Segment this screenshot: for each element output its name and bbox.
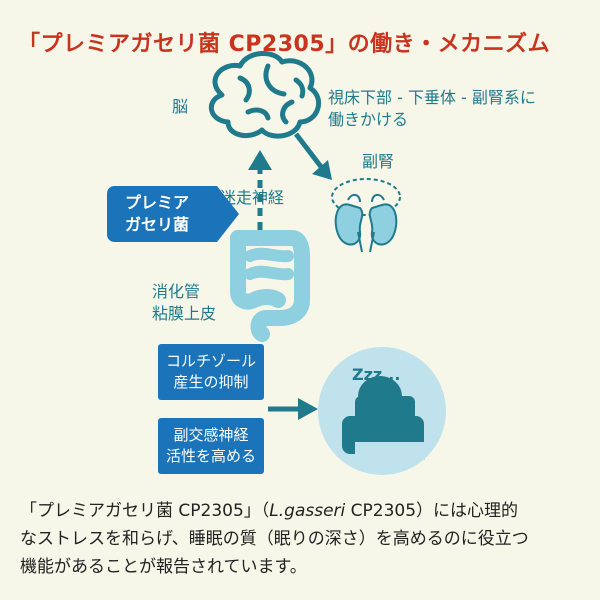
vagus-label: 迷走神経	[220, 188, 285, 207]
description-line1-part2: CP2305）には心理的	[345, 501, 519, 521]
arrow-brain-to-adrenal	[294, 132, 332, 180]
intestine-icon	[230, 230, 310, 342]
vagus-arrow	[248, 150, 272, 230]
page-title: 「プレミアガセリ菌 CP2305」の働き・メカニズム	[18, 32, 551, 57]
description-line1-part1: 「プレミアガセリ菌 CP2305」（	[20, 501, 270, 521]
description-line1: 「プレミアガセリ菌 CP2305」（L.gasseri CP2305）には心理的	[20, 497, 585, 525]
effect-box-parasympathetic: 副交感神経 活性を高める	[158, 418, 264, 474]
effect-box-line2: 活性を高める	[165, 447, 256, 465]
effect-box-line1: コルチゾール	[165, 352, 256, 370]
brain-icon	[209, 51, 322, 139]
sleep-illustration	[318, 347, 446, 475]
sleep-zzz: Zzz...	[352, 365, 400, 384]
effect-box-line2: 産生の抑制	[173, 373, 249, 391]
bacteria-tag-line2: ガセリ菌	[125, 215, 190, 234]
bacteria-tag: プレミア ガセリ菌	[107, 186, 239, 242]
effect-box-cortisol: コルチゾール 産生の抑制	[158, 344, 264, 400]
description-line2: なストレスを和らげ、睡眠の質（眠りの深さ）を高めるのに役立つ	[20, 529, 529, 549]
kidney-icon	[331, 178, 401, 253]
bacteria-tag-shape	[107, 186, 239, 242]
hypothalamus-label-line1: 視床下部 - 下垂体 - 副腎系に	[328, 88, 536, 107]
brain-label: 脳	[172, 97, 189, 116]
effect-box-line1: 副交感神経	[173, 426, 249, 444]
description: 「プレミアガセリ菌 CP2305」（L.gasseri CP2305）には心理的…	[20, 497, 585, 581]
description-line3: 機能があることが報告されています。	[20, 557, 307, 577]
hypothalamus-label-line2: 働きかける	[328, 110, 409, 129]
adrenal-label: 副腎	[362, 152, 395, 171]
description-species: L.gasseri	[269, 501, 346, 521]
gut-label-line1: 消化管	[152, 282, 201, 301]
arrow-effects-to-sleep	[268, 398, 318, 420]
gut-label-line2: 粘膜上皮	[152, 304, 217, 323]
bacteria-tag-line1: プレミア	[125, 193, 190, 212]
